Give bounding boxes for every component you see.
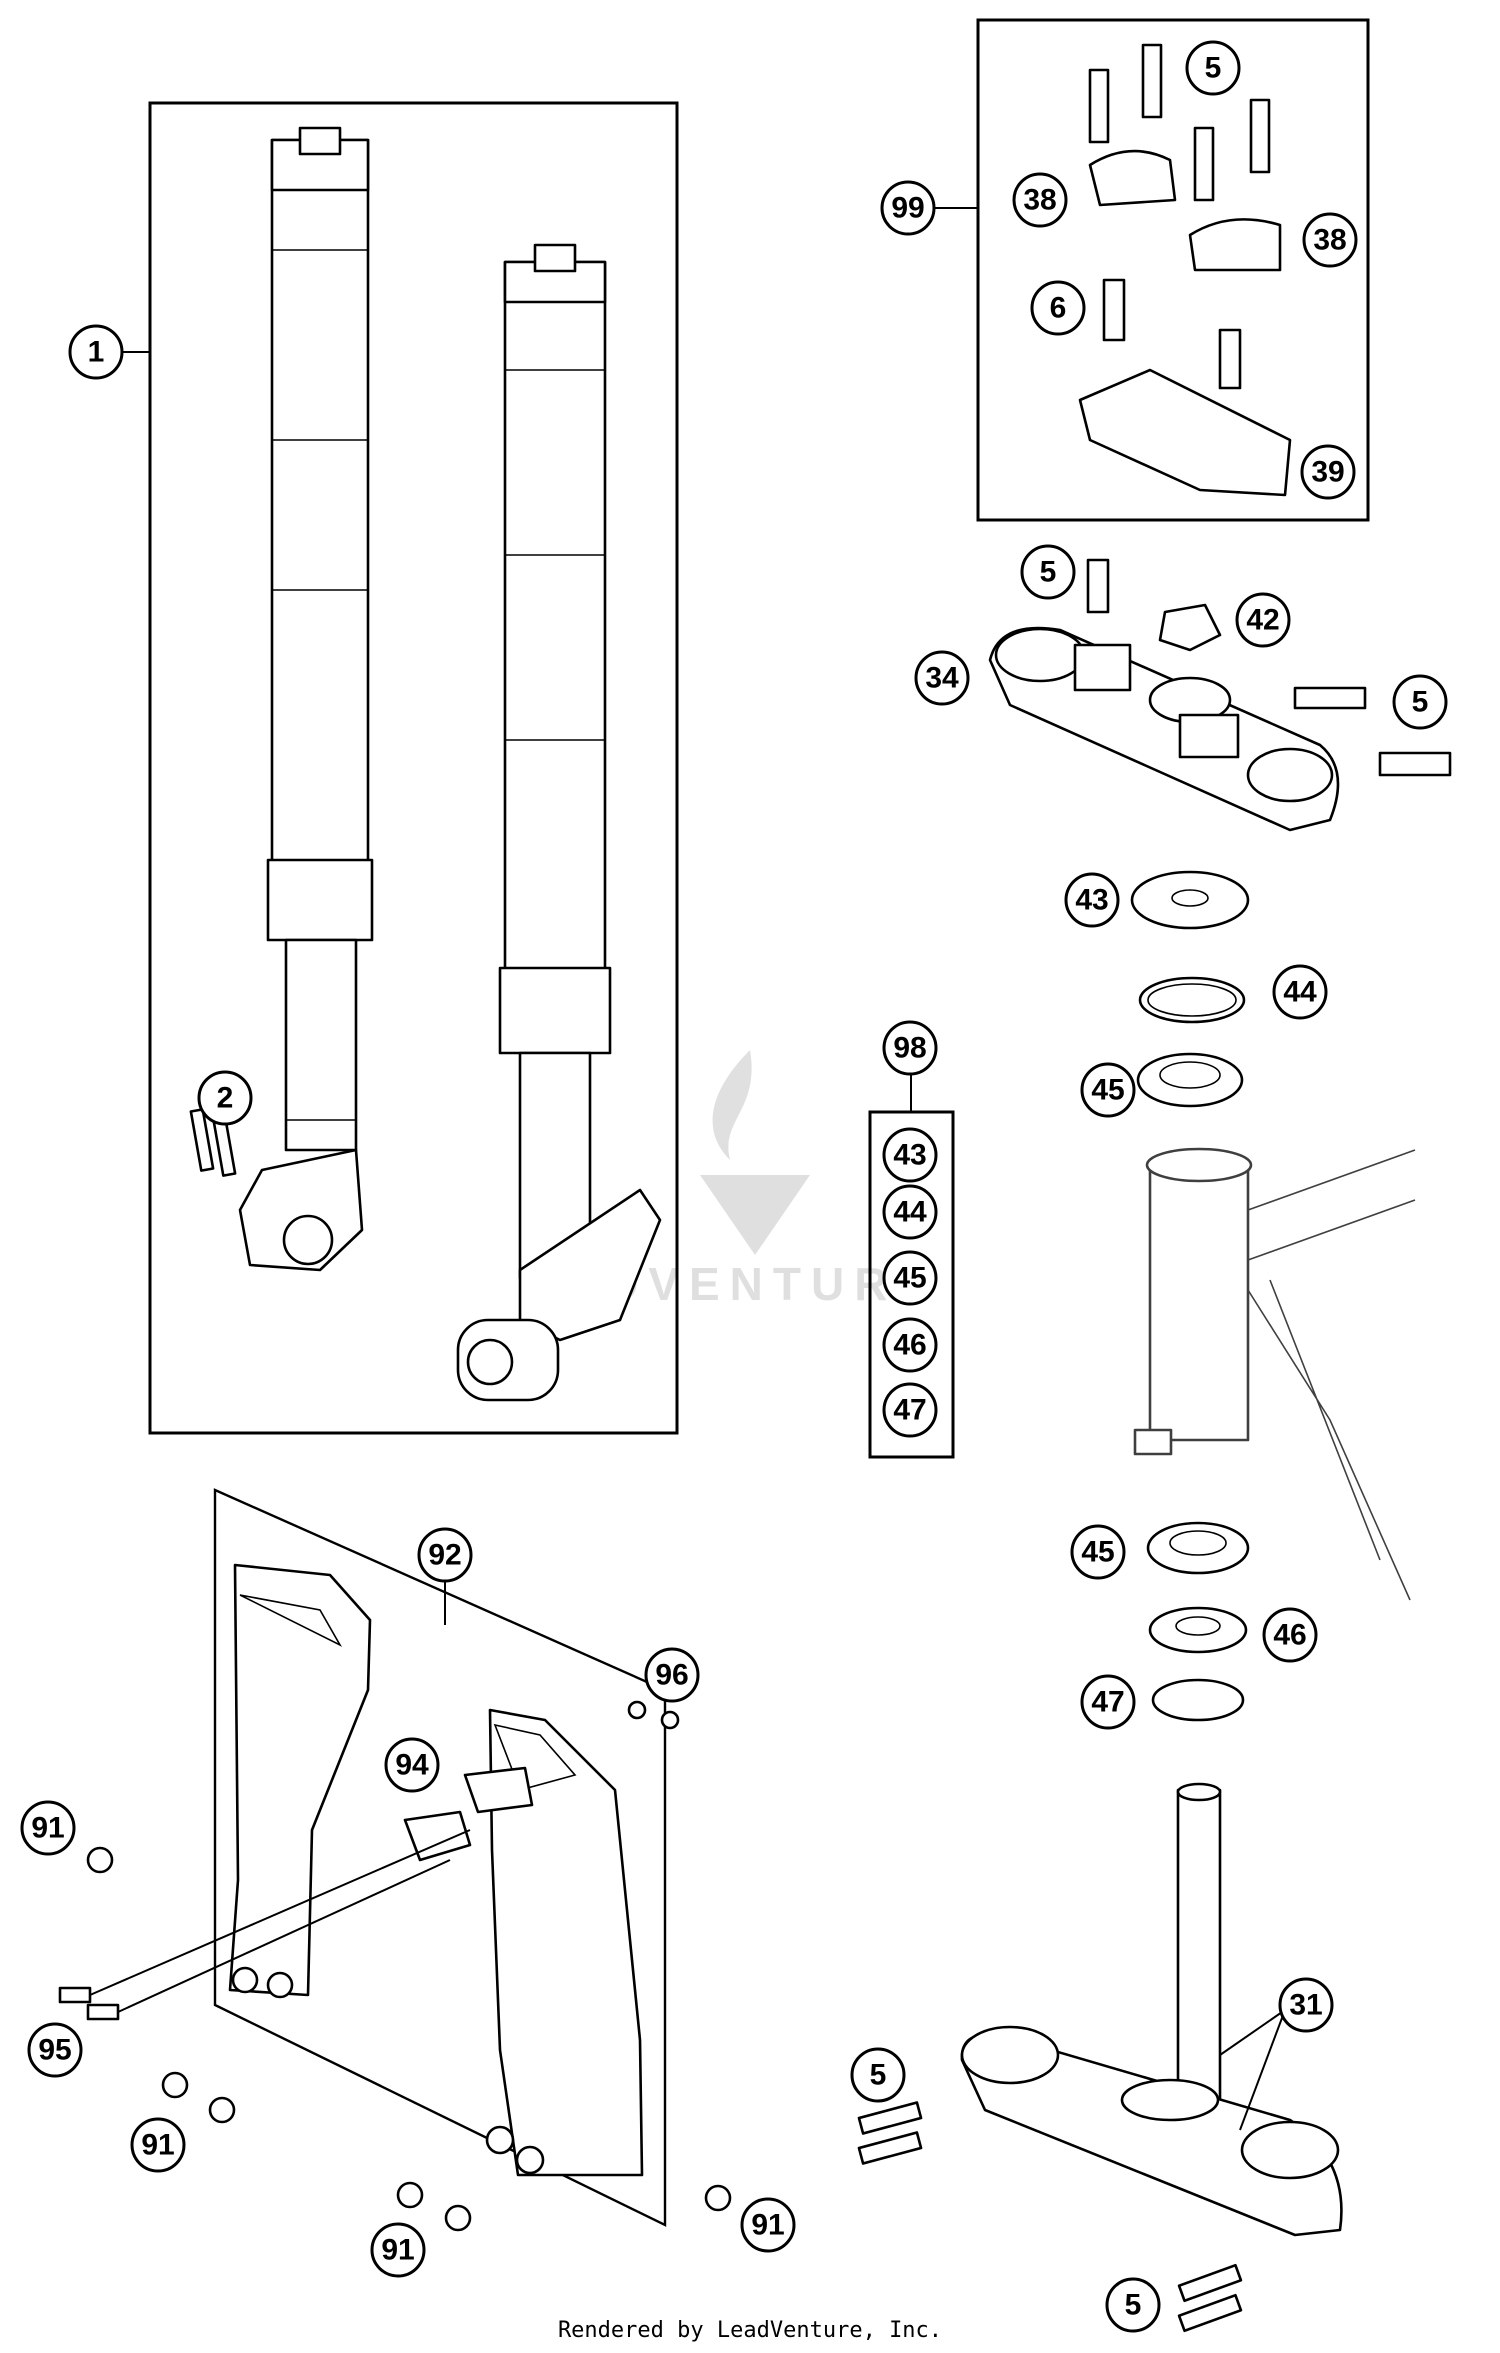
svg-text:34: 34: [925, 662, 959, 695]
svg-text:95: 95: [38, 2034, 71, 2067]
callout-5-lower-left: 5: [850, 2047, 906, 2103]
callout-38-right: 38: [1302, 212, 1358, 268]
svg-text:5: 5: [870, 2059, 887, 2092]
callout-44: 44: [1272, 964, 1328, 1020]
callout-98: 98: [882, 1020, 938, 1076]
svg-text:44: 44: [893, 1196, 927, 1229]
kit-callout-46: 46: [882, 1317, 938, 1373]
lower-triple-clamp: [960, 1782, 1343, 2237]
o-ring-47: [1151, 1678, 1245, 1722]
svg-text:6: 6: [1050, 292, 1067, 325]
callout-94: 94: [384, 1737, 440, 1793]
frame-steering-head: [1133, 1147, 1416, 1601]
kit-callout-43: 43: [882, 1127, 938, 1183]
kit-callout-47: 47: [882, 1382, 938, 1438]
svg-text:99: 99: [891, 192, 924, 225]
svg-text:46: 46: [893, 1329, 926, 1362]
fork-guard-kit-outline: [213, 1488, 667, 2227]
callout-34: 34: [914, 650, 970, 706]
svg-text:39: 39: [1311, 456, 1344, 489]
svg-text:47: 47: [893, 1394, 926, 1427]
right-fork-guard: [485, 1708, 644, 2177]
left-fork-leg: [238, 126, 374, 1272]
kit-callout-44: 44: [882, 1184, 938, 1240]
washer-43: [1130, 870, 1250, 930]
svg-text:45: 45: [893, 1262, 926, 1295]
bearing-45-top: [1136, 1052, 1244, 1108]
callout-38-left: 38: [1012, 172, 1068, 228]
right-fork-leg: [456, 243, 662, 1402]
svg-text:91: 91: [141, 2129, 174, 2162]
callout-39: 39: [1300, 444, 1356, 500]
bolts-5-lower: [857, 2101, 1243, 2333]
callout-5-upper-clamp: 5: [1020, 544, 1076, 600]
callout-45-top: 45: [1080, 1062, 1136, 1118]
callout-6: 6: [1030, 280, 1086, 336]
svg-text:38: 38: [1023, 184, 1056, 217]
callout-5-top: 5: [1185, 40, 1241, 96]
callout-45-bottom: 45: [1070, 1524, 1126, 1580]
svg-text:2: 2: [217, 1082, 234, 1115]
callout-99: 99: [880, 180, 936, 236]
upper-triple-clamp: [988, 558, 1452, 832]
svg-text:45: 45: [1081, 1536, 1114, 1569]
svg-text:5: 5: [1205, 52, 1222, 85]
svg-text:31: 31: [1289, 1989, 1322, 2022]
callout-95: 95: [27, 2022, 83, 2078]
callout-91-left: 91: [20, 1800, 76, 1856]
callout-43: 43: [1064, 872, 1120, 928]
callout-46: 46: [1262, 1607, 1318, 1663]
svg-text:45: 45: [1091, 1074, 1124, 1107]
callout-5-bottom: 5: [1105, 2277, 1161, 2333]
bearing-45-bottom: [1146, 1521, 1250, 1575]
svg-text:43: 43: [1075, 884, 1108, 917]
svg-text:94: 94: [395, 1749, 429, 1782]
svg-text:96: 96: [655, 1659, 688, 1692]
seal-46: [1148, 1606, 1248, 1654]
svg-text:46: 46: [1273, 1619, 1306, 1652]
svg-text:5: 5: [1412, 686, 1429, 719]
callout-2: 2: [197, 1070, 253, 1126]
left-fork-guard: [228, 1563, 372, 1999]
handlebar-clamp-box: [976, 18, 1370, 522]
callout-91-right: 91: [740, 2197, 796, 2253]
bearing-kit-box: [868, 1110, 955, 1459]
callout-91-bottom: 91: [370, 2222, 426, 2278]
callout-1: 1: [68, 324, 124, 380]
o-ring-44: [1138, 976, 1246, 1024]
svg-text:91: 91: [381, 2234, 414, 2267]
callout-5-right: 5: [1392, 674, 1448, 730]
svg-text:92: 92: [428, 1539, 461, 1572]
svg-text:43: 43: [893, 1139, 926, 1172]
callout-42: 42: [1235, 592, 1291, 648]
svg-text:38: 38: [1313, 224, 1346, 257]
svg-text:42: 42: [1246, 604, 1279, 637]
svg-text:1: 1: [88, 336, 105, 369]
svg-text:91: 91: [31, 1812, 64, 1845]
callout-92: 92: [417, 1527, 473, 1583]
svg-text:5: 5: [1040, 556, 1057, 589]
callout-47: 47: [1080, 1674, 1136, 1730]
handlebar-clamp-parts: [1078, 43, 1292, 497]
svg-text:47: 47: [1091, 1686, 1124, 1719]
callout-96: 96: [644, 1647, 700, 1703]
svg-text:91: 91: [751, 2209, 784, 2242]
render-credit-footer: Rendered by LeadVenture, Inc.: [557, 2318, 943, 2343]
svg-text:44: 44: [1283, 976, 1317, 1009]
fork-assembly-box: [148, 101, 679, 1435]
kit-callout-45: 45: [882, 1250, 938, 1306]
callout-91-lower-left: 91: [130, 2117, 186, 2173]
svg-text:5: 5: [1125, 2289, 1142, 2322]
svg-text:98: 98: [893, 1032, 926, 1065]
fork-guard-hardware: [58, 1700, 732, 2232]
callout-31: 31: [1278, 1977, 1334, 2033]
